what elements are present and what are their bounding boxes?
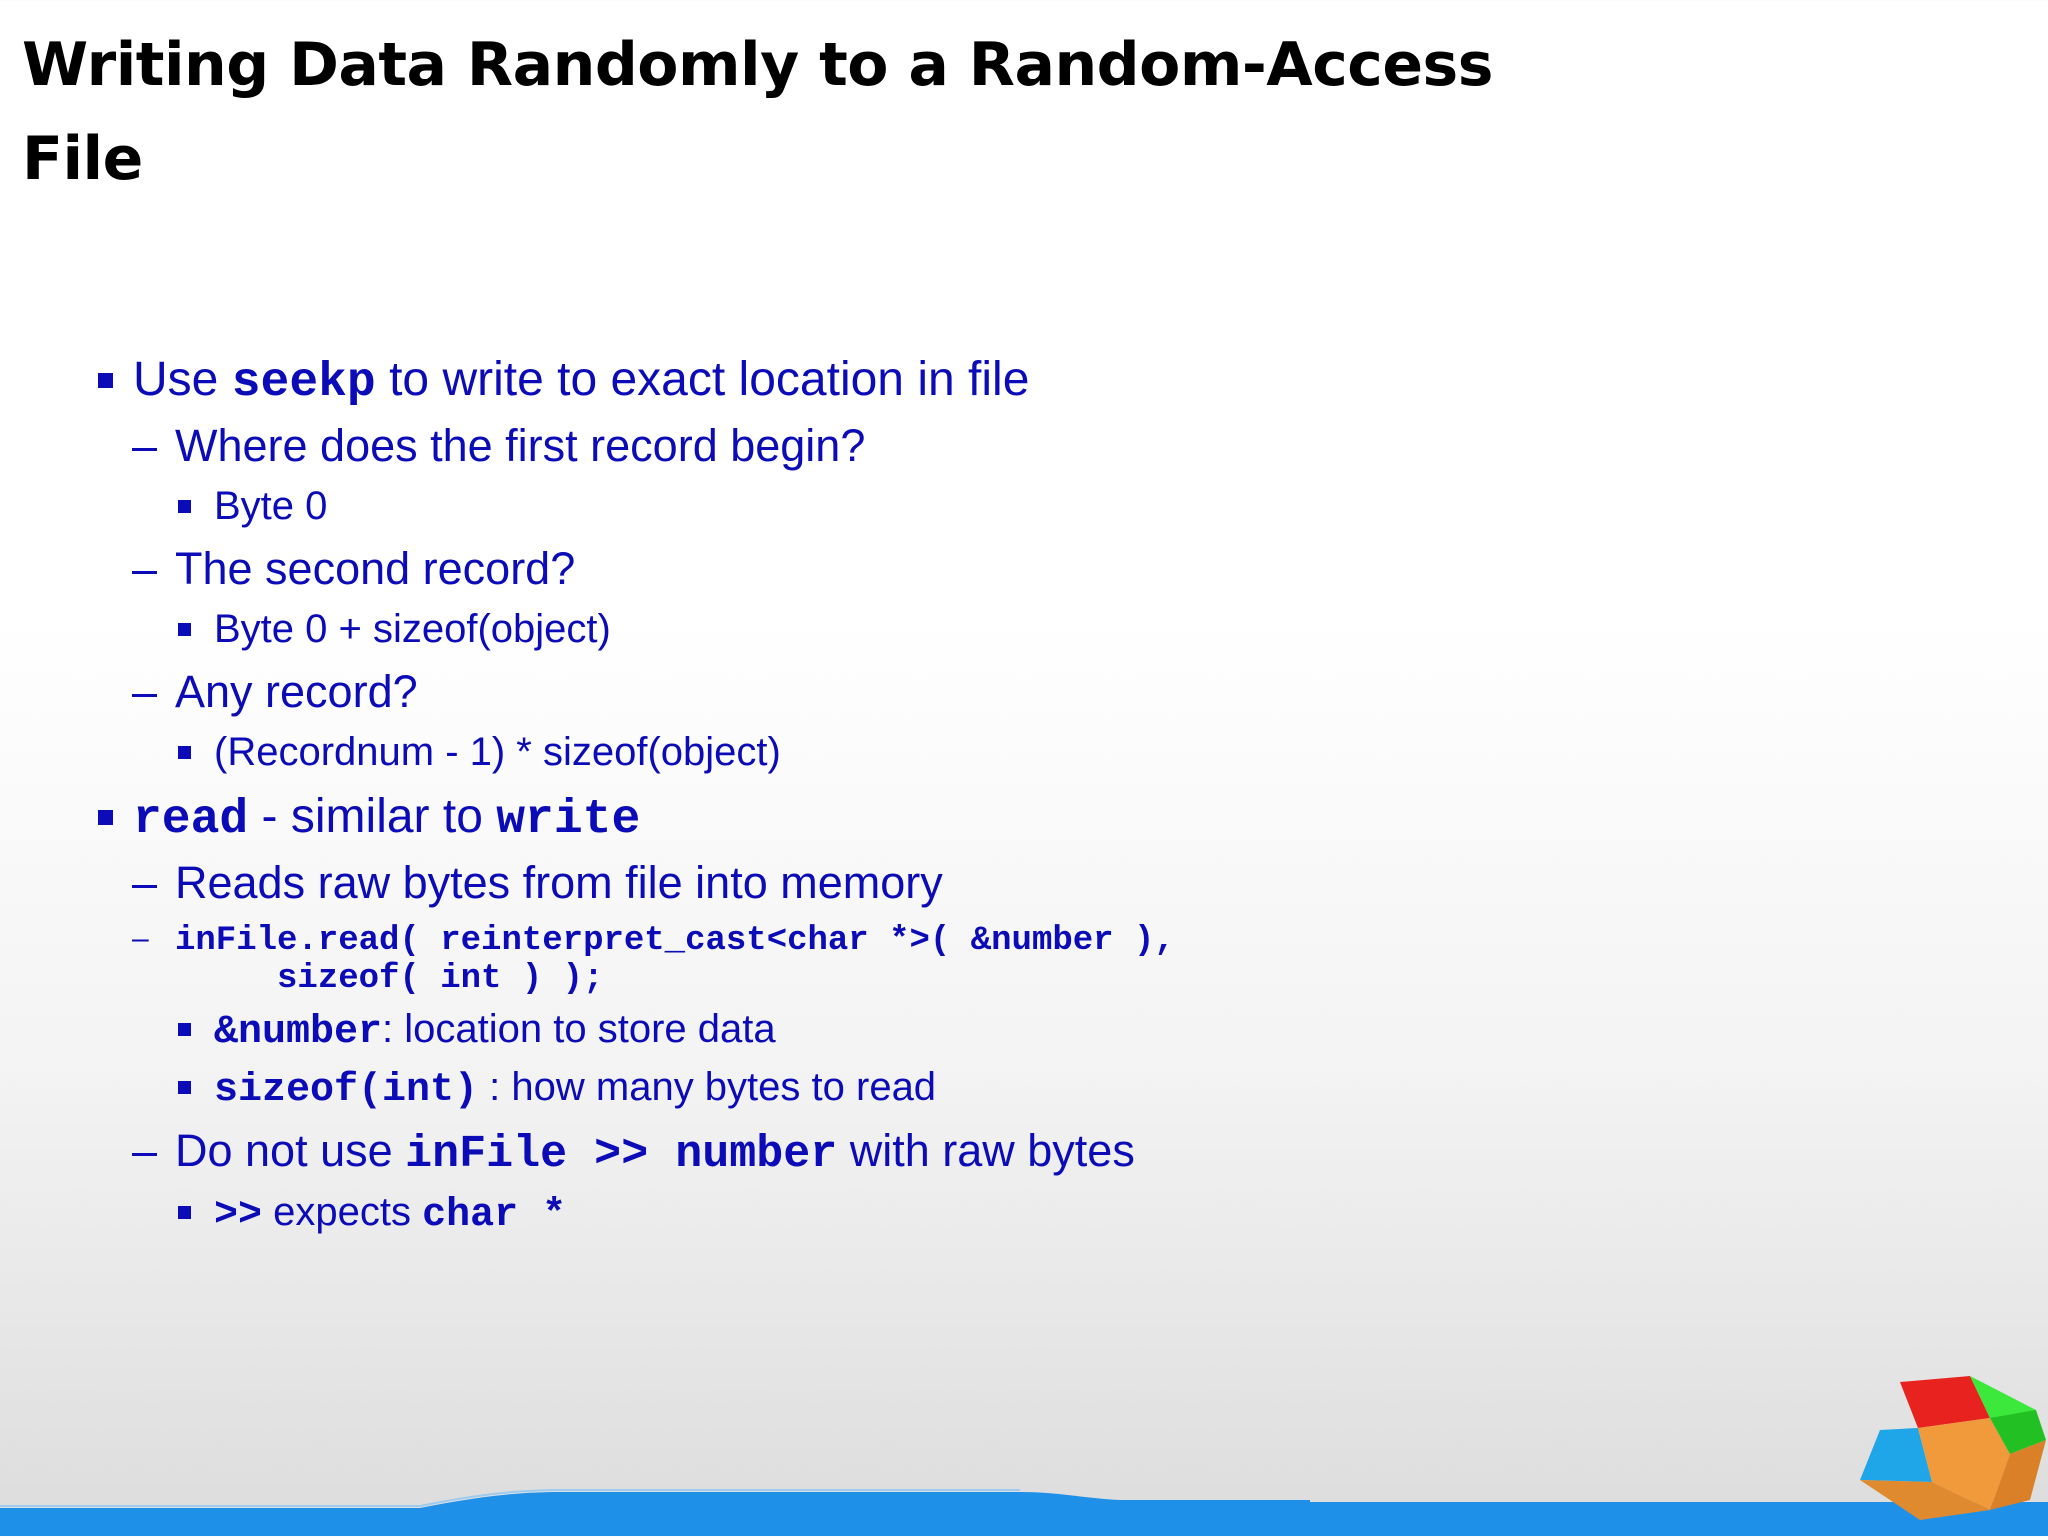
sub-bullet-second-record: The second record? <box>175 543 576 594</box>
dash-icon: – <box>132 857 158 908</box>
code-number: &number <box>214 1010 383 1055</box>
bullet-square-icon <box>98 810 113 825</box>
sub-sub-bullet-byte0-sizeof: Byte 0 + sizeof(object) <box>214 607 611 651</box>
bullet-square-icon <box>178 1206 191 1219</box>
text: to write to exact location in file <box>375 353 1030 406</box>
sub-bullet-do-not-use: Do not use inFile >> number with raw byt… <box>175 1125 1135 1180</box>
sub-sub-bullet-byte0: Byte 0 <box>214 484 328 528</box>
dash-icon: – <box>132 543 158 594</box>
code-infile-read-line1: inFile.read( reinterpret_cast<char *>( &… <box>175 922 1175 960</box>
bottom-wave-band <box>0 1489 2048 1536</box>
code-infile-number: inFile >> number <box>405 1129 838 1180</box>
code-char-pointer: char * <box>422 1193 567 1238</box>
dash-icon: – <box>132 922 149 955</box>
text: Use <box>133 353 232 406</box>
code-sizeof-int: sizeof(int) <box>214 1068 479 1113</box>
slide-title: Writing Data Randomly to a Random-Access… <box>22 30 1493 194</box>
code-seekp: seekp <box>231 356 376 410</box>
text: - similar to <box>248 790 497 843</box>
sub-sub-bullet-number: &number: location to store data <box>214 1007 776 1055</box>
bullet-square-icon <box>178 746 191 759</box>
bullet-read: read - similar to write <box>133 789 640 847</box>
code-write: write <box>496 793 641 847</box>
bullet-seekp: Use seekp to write to exact location in … <box>133 352 1029 410</box>
sub-sub-bullet-sizeof-int: sizeof(int) : how many bytes to read <box>214 1065 936 1113</box>
bullet-square-icon <box>178 1023 191 1036</box>
text: Do not use <box>175 1125 406 1176</box>
bullet-square-icon <box>98 373 113 388</box>
sub-sub-bullet-recordnum: (Recordnum - 1) * sizeof(object) <box>214 730 781 774</box>
bullet-square-icon <box>178 1081 191 1094</box>
bullet-square-icon <box>178 500 191 513</box>
code-extraction-operator: >> <box>214 1193 263 1238</box>
text: with raw bytes <box>837 1125 1135 1176</box>
sub-bullet-any-record: Any record? <box>175 666 418 717</box>
sub-bullet-reads-raw: Reads raw bytes from file into memory <box>175 857 943 908</box>
sub-sub-bullet-expects-char: >> expects char * <box>214 1190 566 1238</box>
code-read: read <box>133 793 249 847</box>
text: : how many bytes to read <box>478 1065 937 1109</box>
sub-bullet-first-record: Where does the first record begin? <box>175 420 866 471</box>
text: expects <box>262 1190 423 1234</box>
windows-cube-logo-icon <box>1860 1376 2046 1520</box>
text: : location to store data <box>382 1007 776 1051</box>
dash-icon: – <box>132 666 158 717</box>
dash-icon: – <box>132 1125 158 1176</box>
code-infile-read-line2: sizeof( int ) ); <box>175 960 604 998</box>
bullet-square-icon <box>178 623 191 636</box>
dash-icon: – <box>132 420 158 471</box>
